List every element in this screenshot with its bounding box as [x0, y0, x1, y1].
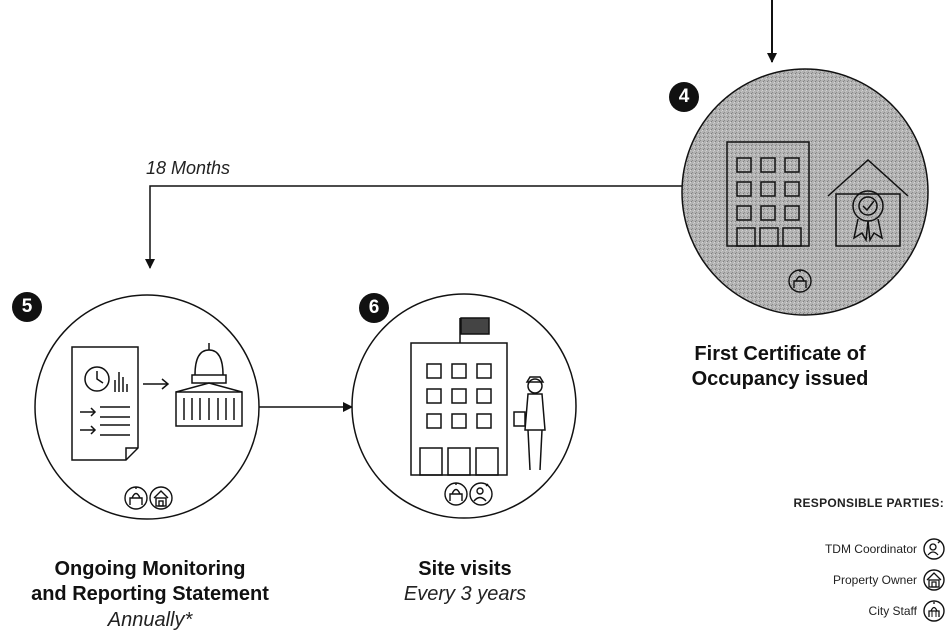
flag-building-icon — [410, 317, 508, 476]
report-document-icon — [71, 346, 139, 461]
step-6-badge: 6 — [359, 293, 389, 323]
step-6-subtitle: Every 3 years — [403, 583, 527, 605]
step-6-title: Site visits — [418, 558, 512, 580]
step-6-circle — [351, 293, 577, 519]
building-icon — [726, 141, 810, 247]
step-5-title: Ongoing Monitoring and Reporting Stateme… — [20, 557, 280, 607]
legend-heading: RESPONSIBLE PARTIES: — [793, 496, 944, 510]
step-5-title-line-1: Ongoing Monitoring — [54, 558, 246, 580]
legend-label-tdm-coordinator: TDM Coordinator — [824, 542, 917, 556]
legend-label-city-staff: City Staff — [868, 604, 917, 618]
step-4-badge: 4 — [669, 82, 699, 112]
legend-item-property-owner: Property Owner — [833, 568, 946, 592]
property-owner-icon — [923, 569, 945, 591]
step-4-circle — [681, 68, 929, 316]
interval-label: 18 Months — [146, 158, 231, 178]
arrow-to-capitol-icon — [143, 378, 170, 390]
legend-label-property-owner: Property Owner — [832, 573, 917, 587]
step-5-subtitle: Annually* — [107, 609, 193, 631]
step-5-title-line-2: and Reporting Statement — [31, 583, 269, 605]
step-4-title: First Certificate of Occupancy issued — [660, 342, 900, 392]
inspector-icon — [513, 376, 546, 471]
property-owner-icon — [149, 486, 173, 510]
city-staff-icon — [788, 269, 812, 293]
step-4-title-line-2: Occupancy issued — [691, 368, 869, 390]
city-staff-icon — [444, 482, 468, 506]
tdm-coordinator-icon — [923, 538, 945, 560]
certified-house-icon — [827, 158, 909, 247]
step-4-title-line-1: First Certificate of — [694, 343, 866, 365]
legend-item-tdm-coordinator: TDM Coordinator — [825, 537, 946, 561]
tdm-coordinator-icon — [469, 482, 493, 506]
connector-step-4-to-5 — [145, 185, 682, 269]
city-staff-icon — [923, 600, 945, 622]
capitol-building-icon — [175, 343, 243, 427]
step-5-circle — [34, 294, 260, 520]
city-staff-icon — [124, 486, 148, 510]
legend-item-city-staff: City Staff — [869, 599, 946, 623]
step-5-badge: 5 — [12, 292, 42, 322]
